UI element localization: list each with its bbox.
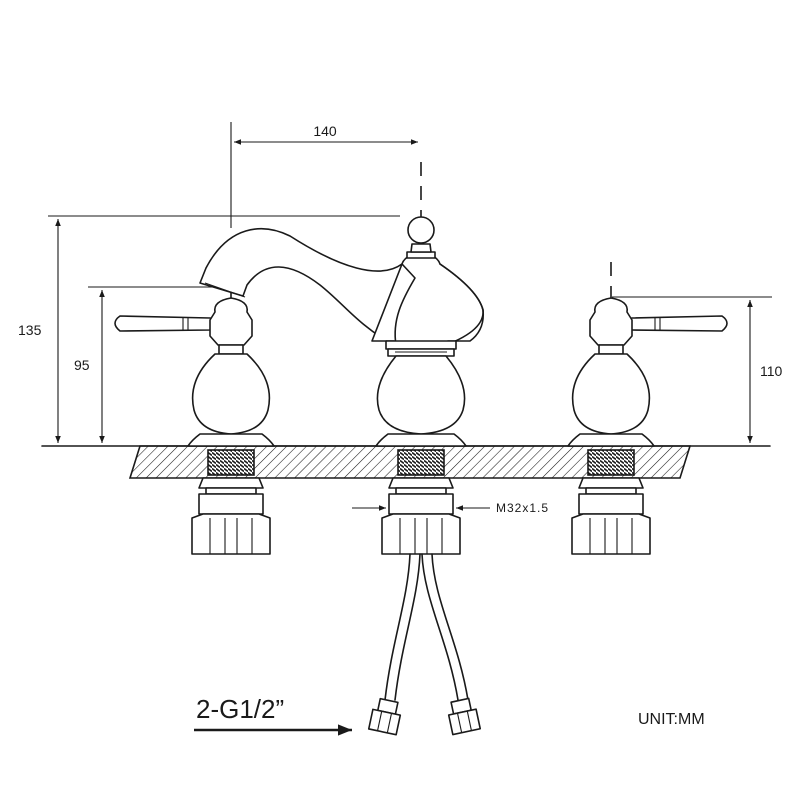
dimension-overall-height: 135 [18, 215, 400, 443]
dimension-handle-height: 110 [612, 296, 783, 443]
left-handle-valve [114, 297, 275, 555]
right-handle-valve [567, 297, 728, 555]
dimension-label-spread: 140 [313, 123, 337, 139]
center-spout [199, 216, 485, 555]
dimension-spout-height: 95 [74, 286, 212, 443]
dimension-label-spout-height: 95 [74, 357, 90, 373]
dimension-label-handle-height: 110 [760, 363, 783, 379]
dimension-thread: M32x1.5 [352, 501, 549, 515]
inlet-size-label: 2-G1/2” [196, 694, 284, 724]
dimension-label-overall-height: 135 [18, 322, 42, 338]
dimension-spread: 140 [230, 122, 418, 228]
inlet-callout: 2-G1/2” [194, 694, 352, 736]
thread-size-label: M32x1.5 [496, 501, 549, 515]
inlet-hoses [367, 553, 482, 736]
unit-label: UNIT:MM [638, 711, 705, 728]
